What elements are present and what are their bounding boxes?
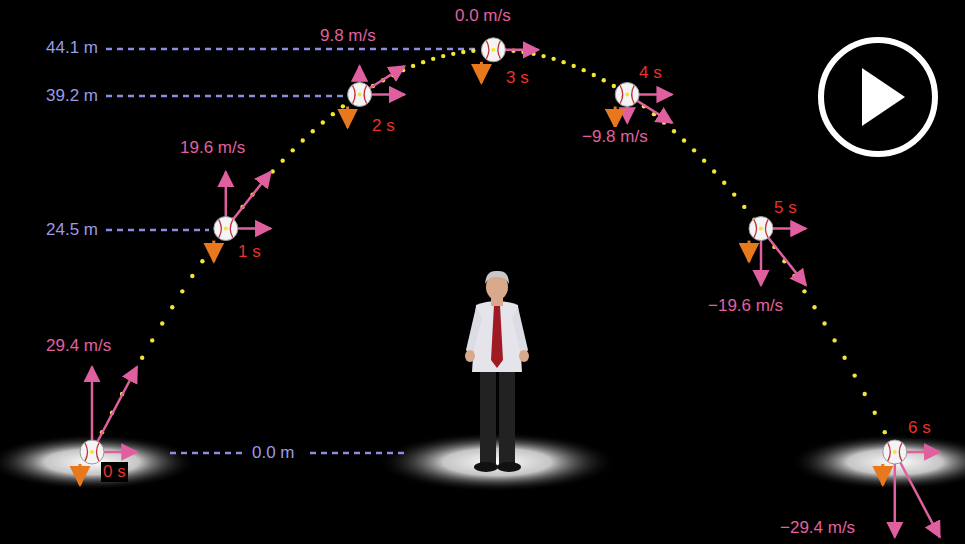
velocity-arrow: [895, 452, 940, 537]
trajectory-dot: [732, 192, 736, 196]
height-guides: [106, 49, 476, 453]
trajectory-dot: [190, 274, 194, 278]
trajectory-dot: [551, 57, 555, 61]
vertical-velocity-arrow: [894, 452, 897, 537]
time-label: 4 s: [637, 63, 664, 83]
spotlight: [790, 434, 965, 490]
spotlight: [0, 434, 197, 490]
trajectory-dot: [541, 54, 545, 58]
trajectory-dot: [311, 129, 315, 133]
play-button: [821, 40, 935, 154]
trajectory-dot: [421, 60, 425, 64]
trajectory-dot: [431, 57, 435, 61]
height-label: 44.1 m: [44, 38, 100, 58]
trajectory-dot: [702, 158, 706, 162]
trajectory-dot: [321, 120, 325, 124]
gravity-arrow: [881, 464, 884, 485]
trajectory-dot: [883, 430, 887, 434]
trajectory-dot: [602, 78, 606, 82]
trajectory-dot: [150, 338, 154, 342]
gravity-arrow: [212, 241, 215, 262]
trajectory-dot: [140, 356, 144, 360]
baseball: [883, 440, 907, 464]
trajectory-dot: [692, 148, 696, 152]
velocity-label: 0.0 m/s: [453, 6, 513, 26]
gravity-arrow: [614, 106, 617, 127]
velocity-label: 29.4 m/s: [44, 336, 113, 356]
trajectory-dot: [852, 373, 856, 377]
trajectory-dot: [612, 84, 616, 88]
velocity-label: 9.8 m/s: [318, 26, 378, 46]
baseball: [214, 217, 238, 241]
gravity-arrow: [346, 106, 349, 127]
trajectory-dot: [280, 158, 284, 162]
trajectory-dot: [451, 52, 455, 56]
velocity-label: −19.6 m/s: [706, 296, 785, 316]
baseball: [481, 38, 505, 62]
trajectory-dot: [341, 104, 345, 108]
baseball: [80, 440, 104, 464]
trajectory-dot: [873, 411, 877, 415]
time-label: 1 s: [236, 242, 263, 262]
time-label: 6 s: [906, 418, 933, 438]
velocity-label: −9.8 m/s: [580, 127, 650, 147]
trajectory-dot: [531, 52, 535, 56]
trajectory-dot: [592, 73, 596, 77]
trajectory-dot: [571, 64, 575, 68]
trajectory-dot: [301, 138, 305, 142]
trajectory-dot: [662, 120, 666, 124]
trajectory-dot: [411, 64, 415, 68]
gravity-arrow: [480, 62, 483, 83]
trajectory-dot: [180, 289, 184, 293]
trajectory-dot: [812, 305, 816, 309]
height-label: 0.0 m: [250, 443, 297, 463]
gravity-arrow: [79, 464, 82, 485]
presenter-figure: [465, 271, 529, 472]
trajectory-dot: [722, 181, 726, 185]
trajectory-dot: [291, 148, 295, 152]
trajectory-dot: [842, 356, 846, 360]
time-label: 5 s: [772, 198, 799, 218]
time-label: 0 s: [101, 462, 128, 482]
velocity-label: 19.6 m/s: [178, 138, 247, 158]
trajectory-dot: [672, 129, 676, 133]
trajectory-dot: [561, 60, 565, 64]
baseball: [749, 217, 773, 241]
trajectory-dot: [712, 169, 716, 173]
velocity-label: −29.4 m/s: [778, 518, 857, 538]
trajectory-dot: [170, 305, 174, 309]
time-label: 3 s: [504, 68, 531, 88]
trajectory-dot: [461, 50, 465, 54]
trajectory-dot: [802, 289, 806, 293]
trajectory-dot: [832, 338, 836, 342]
height-label: 39.2 m: [44, 86, 100, 106]
gravity-arrow: [748, 241, 751, 262]
trajectory-dot: [160, 321, 164, 325]
trajectory-dot: [822, 321, 826, 325]
vertical-velocity-arrow: [91, 367, 94, 452]
time-label: 2 s: [370, 116, 397, 136]
trajectory-dot: [471, 49, 475, 53]
baseball: [348, 82, 372, 106]
trajectory-dot: [331, 112, 335, 116]
spotlight: [377, 432, 617, 492]
baseball: [615, 82, 639, 106]
trajectory-dot: [200, 259, 204, 263]
trajectory-dot: [682, 138, 686, 142]
velocity-arrow: [92, 367, 137, 452]
trajectory-dot: [441, 54, 445, 58]
trajectory-dot: [582, 68, 586, 72]
trajectory-dot: [742, 205, 746, 209]
trajectory-dot: [862, 392, 866, 396]
height-label: 24.5 m: [44, 220, 100, 240]
